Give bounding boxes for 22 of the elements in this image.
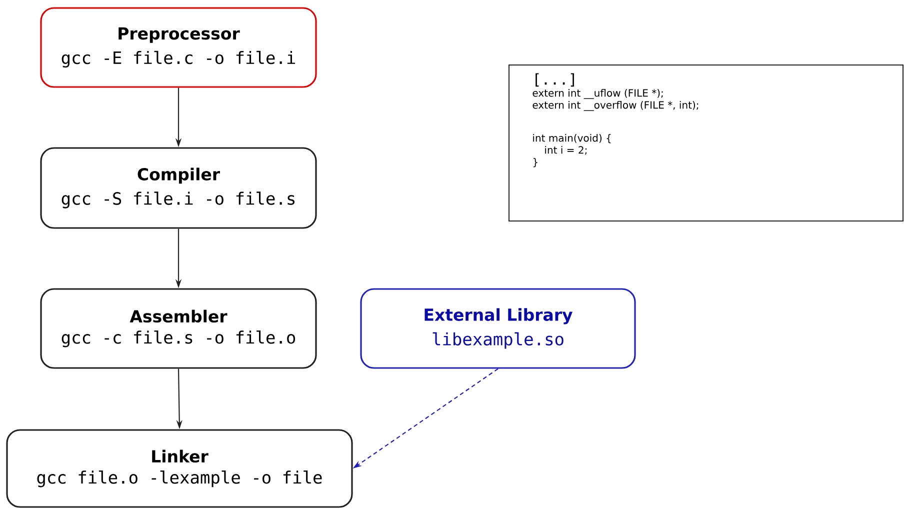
code-line: int i = 2;	[545, 146, 586, 155]
command-text: gcc -S file.i -o file.s	[62, 192, 294, 208]
code-line: [...]	[536, 73, 574, 87]
code-line: extern int __uflow (FILE *);	[532, 88, 663, 99]
command-text: libexample.so	[432, 332, 564, 349]
code-line: }	[533, 158, 538, 168]
code-line: extern int __overflow (FILE *, int);	[532, 100, 698, 111]
box-title: Assembler	[130, 310, 228, 323]
process-box	[40, 288, 317, 369]
box-title: External Library	[424, 308, 572, 324]
process-box	[40, 7, 317, 88]
command-text: gcc file.o -lexample -o file	[37, 470, 322, 488]
process-box	[40, 147, 317, 229]
command-text: gcc -E file.c -o file.i	[62, 50, 296, 68]
box-title: Linker	[152, 450, 208, 463]
process-box	[6, 429, 353, 508]
code-box	[508, 64, 904, 222]
box-title: Preprocessor	[118, 27, 240, 43]
box-title: Compiler	[138, 168, 220, 184]
command-text: gcc -c file.s -o file.o	[62, 330, 296, 348]
code-line: int main(void) {	[533, 134, 611, 144]
process-box	[360, 288, 636, 369]
